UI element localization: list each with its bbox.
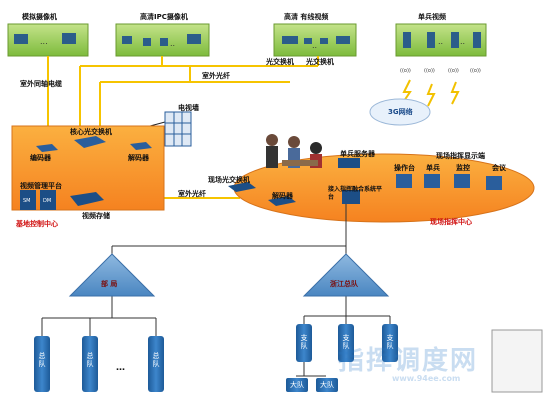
people-illustration [266, 134, 322, 168]
right-unit-2: 支队 [342, 334, 350, 350]
left-unit-1: 总队 [38, 352, 46, 368]
3g-cloud [369, 98, 431, 126]
core-switch-label: 核心光交换机 [70, 128, 112, 136]
left-root-triangle [68, 253, 156, 297]
right-sub-unit-2: 大队 [320, 381, 334, 389]
server-b-label: DM [43, 198, 52, 204]
outdoor-fiber-top-label: 室外光纤 [202, 72, 230, 80]
right-root-triangle [302, 253, 390, 297]
watermark-url: www.94ee.com [392, 374, 461, 383]
svg-text:((o)): ((o)) [448, 68, 459, 74]
svg-text:..: .. [438, 37, 443, 46]
hd-wired-video-label: 高清 有线视频 [284, 13, 329, 21]
svg-text:((o)): ((o)) [424, 68, 435, 74]
left-unit-3: 总队 [152, 352, 160, 368]
left-unit-boxes [34, 336, 164, 392]
operator-console-label: 操作台 [394, 164, 415, 172]
field-devices [228, 158, 502, 206]
watermark-main: 指挥调度网 [338, 346, 479, 376]
right-sub-unit-1: 大队 [290, 381, 304, 389]
video-storage-label: 视频存储 [82, 212, 110, 220]
field-switch-label: 现场光交换机 [208, 176, 250, 184]
svg-text:((o)): ((o)) [400, 68, 411, 74]
access-dispatch-label: 接入指挥融合系统平台 [328, 186, 383, 201]
svg-text:..: .. [312, 41, 317, 50]
outdoor-coax-label: 室外同轴电缆 [20, 80, 62, 88]
legend-box [491, 329, 543, 393]
left-unit-2: 总队 [86, 352, 94, 368]
signal-markers: ((o)) ((o)) ((o)) ((o)) [400, 68, 481, 74]
svg-text:..: .. [170, 39, 175, 48]
video-wall-icon [164, 111, 192, 147]
base-devices [20, 136, 152, 210]
meeting-label: 会议 [492, 164, 506, 172]
svg-text:((o)): ((o)) [470, 68, 481, 74]
monitor-label: 监控 [456, 164, 470, 172]
right-unit-boxes [286, 324, 398, 392]
optical-switch-label-1: 光交换机 [266, 58, 294, 66]
analog-camera-label: 模拟摄像机 [22, 13, 57, 21]
decoder-label: 解码器 [128, 154, 149, 162]
server-a-label: SM [23, 198, 31, 204]
base-center-title: 基地控制中心 [16, 220, 58, 228]
optical-switch-label-2: 光交换机 [306, 58, 334, 66]
single-soldier-video-label: 单兵视频 [418, 13, 446, 21]
right-unit-1: 支队 [300, 334, 308, 350]
lightning-icons [401, 79, 460, 107]
hierarchy-lines [41, 204, 391, 377]
single-soldier-server-label: 单兵服务器 [340, 150, 375, 158]
field-display-label: 现场指挥显示端 [436, 152, 485, 160]
video-wall-label: 电视墙 [178, 104, 199, 112]
left-ellipsis: … [116, 363, 125, 373]
field-center-title: 现场指挥中心 [430, 218, 472, 226]
svg-text:..: .. [460, 37, 465, 46]
outdoor-fiber-mid-label: 室外光纤 [178, 190, 206, 198]
left-root-label: 部 局 [101, 280, 118, 288]
right-unit-3: 支队 [386, 334, 394, 350]
encoder-label: 编码器 [30, 154, 51, 162]
single-soldier-label: 单兵 [426, 164, 440, 172]
hd-ipc-camera-label: 高清IPC摄像机 [140, 13, 188, 21]
video-mgmt-label: 视频管理平台 [20, 182, 62, 190]
field-decoder-label: 解码器 [272, 192, 293, 200]
svg-text:...: ... [40, 37, 48, 46]
3g-network-label: 3G网络 [388, 108, 413, 116]
camera-icons [14, 32, 481, 48]
right-root-label: 浙江总队 [330, 280, 358, 288]
